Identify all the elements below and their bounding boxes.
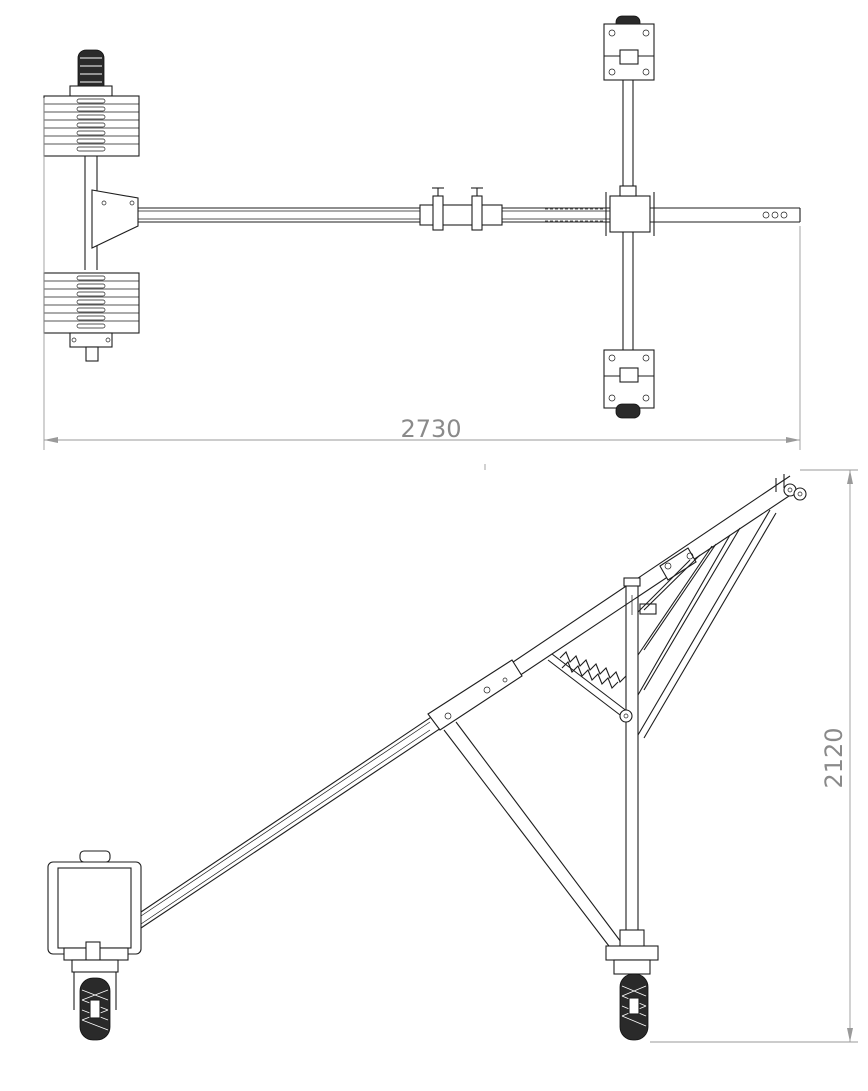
counterweight-top (43, 95, 140, 157)
diagonal-strut (443, 721, 625, 951)
mount-plate (91, 189, 139, 249)
shock-absorber (547, 651, 633, 723)
cross-axle (605, 70, 655, 360)
truss-braces (637, 509, 777, 739)
wheel-bottom-right (603, 349, 655, 419)
wheel-top-left (69, 49, 113, 97)
height-dimension-label: 2120 (820, 727, 848, 788)
counterweight-bottom (43, 272, 140, 362)
main-beam-top (138, 187, 801, 231)
top-view: 2730 (43, 15, 801, 450)
length-dimension-label: 2730 (400, 415, 461, 443)
vertical-mast (605, 577, 659, 975)
main-boom-side (140, 474, 807, 929)
wheel-top-right (603, 15, 655, 81)
counterweight-box (47, 850, 142, 961)
wheel-bottom-right-side (619, 973, 649, 1041)
height-dimension (650, 469, 858, 1043)
length-dimension (43, 98, 801, 450)
side-view: 2120 (47, 469, 858, 1043)
wheel-bottom-left (71, 959, 119, 1041)
